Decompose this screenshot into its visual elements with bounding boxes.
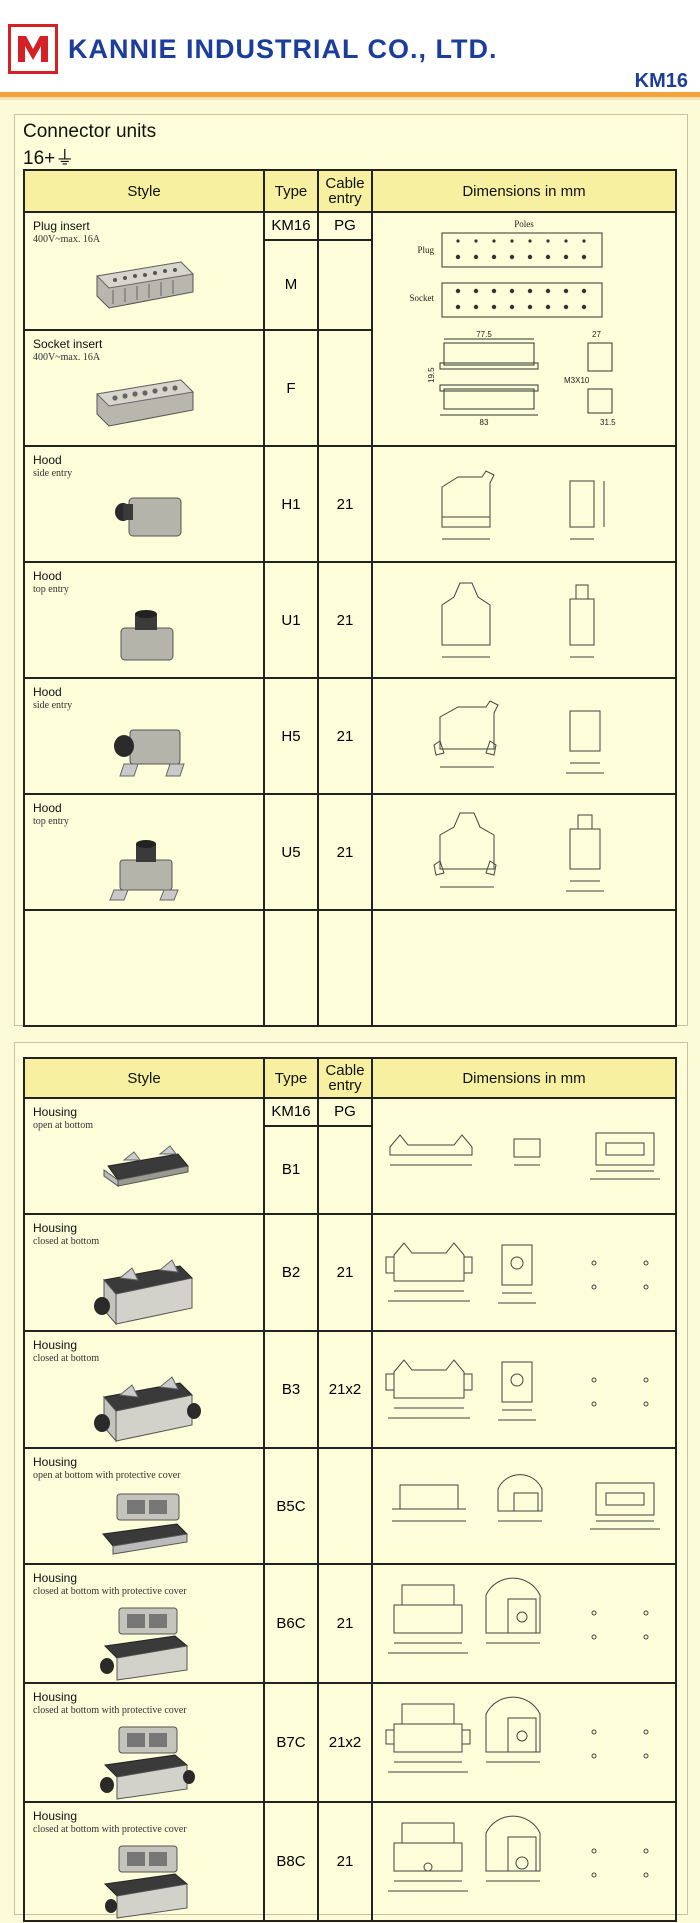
col-cable: Cable entry [317,169,373,213]
housing-b7c-image [100,1726,195,1800]
housing-b7c-dimension-drawing [385,1696,649,1773]
housing-b3-dimension-drawing [385,1359,649,1421]
plug-insert-image [95,261,195,309]
svg-text:Poles: Poles [514,219,534,229]
page-header: KANNIE INDUSTRIAL CO., LTD. KM16 [0,0,700,96]
housing-b5c-dimension-drawing [392,1474,660,1530]
type-cell: H5 [263,677,319,795]
svg-text:Socket: Socket [410,293,435,303]
type-cell: B7C [263,1682,319,1803]
col-dims: Dimensions in mm [371,169,677,213]
svg-text:M3X10: M3X10 [564,376,590,385]
section-title: Connector units [23,121,157,142]
svg-text:Plug: Plug [417,245,434,255]
table-row: Plug insert 400V~max. 16A KM16 M PG [23,211,677,447]
svg-text:77.5: 77.5 [476,330,492,339]
type-cell: M [284,276,298,293]
svg-text:27: 27 [592,330,601,339]
table-row: Hood side entry H1 21 [23,445,677,563]
svg-text:83: 83 [480,418,489,427]
table-row: Housing closed at bottom with protective… [23,1563,677,1684]
hood-h1-dimension-drawing [441,470,605,540]
col-style: Style [23,169,265,213]
type-cell: B6C [263,1563,319,1684]
table-row: Hood side entry H5 21 [23,677,677,795]
table-row: Housing closed at bottom with protective… [23,1682,677,1803]
type-cell: F [263,329,319,447]
model-code: KM16 [634,70,688,92]
insert-dimension-drawing: Poles Plug Socket 77.5 [410,219,617,427]
hood-u5-image [109,840,179,901]
company-name: KANNIE INDUSTRIAL CO., LTD. [68,34,498,64]
col-dims: Dimensions in mm [371,1057,677,1099]
subheader-type: KM16 [265,213,317,241]
housing-b5c-image [102,1493,189,1555]
type-cell: U5 [263,793,319,911]
type-cell: B8C [263,1801,319,1922]
type-cell: U1 [263,561,319,679]
type-cell: B5C [263,1447,319,1565]
subheader-type: KM16 [265,1099,317,1127]
col-type: Type [263,169,319,213]
hood-u1-image [120,610,174,661]
hood-u1-dimension-drawing [441,582,595,658]
header-divider [0,92,700,97]
table-row: Housing closed at bottom with protective… [23,1801,677,1922]
hood-h1-image [115,497,182,537]
hood-h5-dimension-drawing [433,700,604,774]
subheader-cable: PG [319,1099,371,1127]
col-type: Type [263,1057,319,1099]
table-row: Hood top entry U1 21 [23,561,677,679]
housing-b8c-image [103,1845,189,1919]
section-subtitle: 16+⏚ [23,148,75,169]
housing-b3-image [94,1376,201,1443]
housing-b6c-image [100,1607,189,1681]
housing-b6c-dimension-drawing [388,1577,649,1654]
connector-units-panel: Connector units 16+⏚ Style Type Cable en… [14,114,688,1027]
table-row: Socket insert 400V~max. 16A F [23,329,676,447]
type-cell: B1 [281,1161,301,1178]
type-cell: H1 [263,445,319,563]
table-row: Housing open at bottom with protective c… [23,1447,677,1565]
table-row-empty [23,909,677,1027]
table-row: Hood top entry U5 21 [23,793,677,911]
col-style: Style [23,1057,265,1099]
connector-units-table: Style Type Cable entry Dimensions in mm … [23,169,677,1027]
hood-h5-image [114,729,185,777]
subheader-cable: PG [319,213,371,241]
svg-text:19.5: 19.5 [427,367,436,383]
table-row: Housing closed at bottom B3 21x2 [23,1330,677,1449]
company-logo-icon [8,24,58,74]
table-row: Housing open at bottom KM16 B1 PG [23,1097,677,1215]
table-row: Housing closed at bottom B2 21 [23,1213,677,1332]
socket-insert-image [95,379,195,427]
hood-u5-dimension-drawing [433,812,604,892]
housing-panel: Style Type Cable entry Dimensions in mm … [14,1042,688,1922]
housing-b8c-dimension-drawing [388,1815,649,1892]
col-cable: Cable entry [317,1057,373,1099]
type-cell: B3 [263,1330,319,1449]
housing-b1-image [103,1145,189,1187]
housing-b1-dimension-drawing [389,1132,660,1180]
housing-table: Style Type Cable entry Dimensions in mm … [23,1057,677,1922]
housing-b2-dimension-drawing [385,1242,649,1304]
housing-b2-image [94,1259,194,1326]
svg-text:31.5: 31.5 [600,418,616,427]
type-cell: B2 [263,1213,319,1332]
